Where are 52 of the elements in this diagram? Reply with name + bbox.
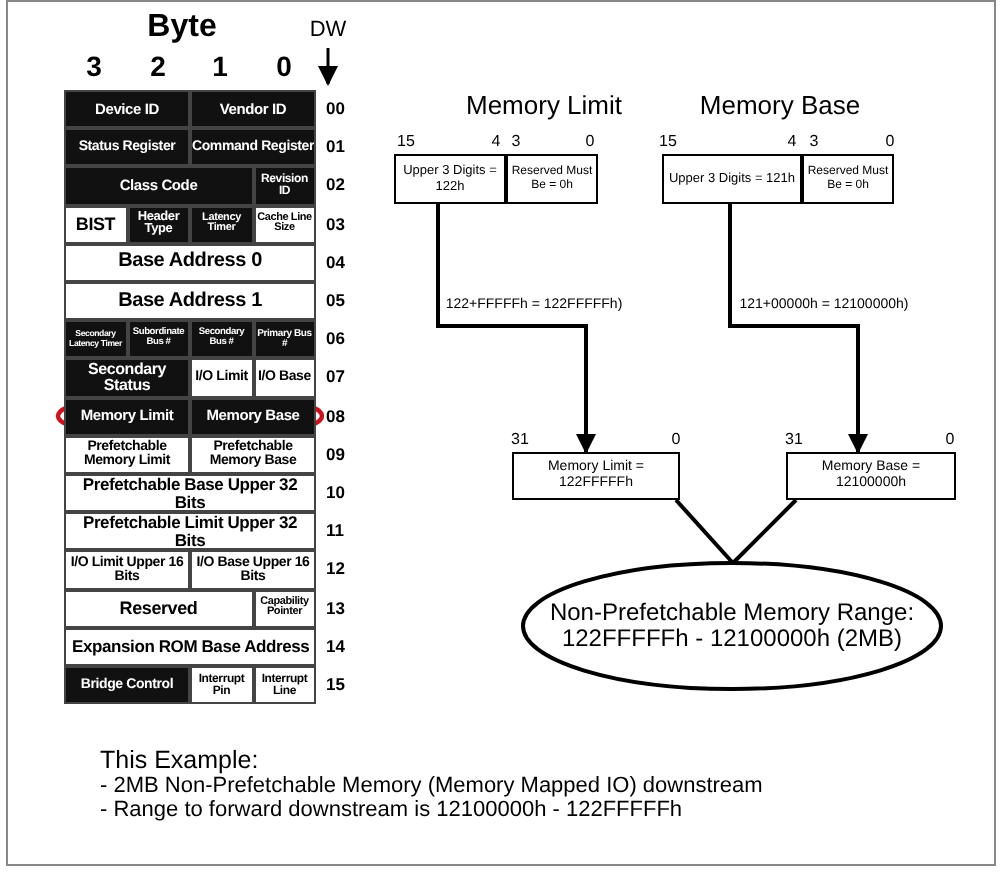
- register-field: Reserved: [64, 589, 253, 628]
- bit-number: 0: [585, 134, 595, 150]
- register-field: Prefetchable Base Upper 32 Bits: [64, 474, 316, 513]
- bit-number: 15: [659, 134, 677, 150]
- dword-number: 13: [326, 599, 345, 617]
- column-heading: DW: [309, 20, 347, 42]
- dword-number: 09: [326, 445, 345, 463]
- dword-number: 12: [326, 560, 345, 578]
- byte-number: 2: [150, 52, 166, 80]
- bit-number: 31: [511, 432, 529, 448]
- dword-number: 05: [326, 292, 345, 309]
- connector-line: [674, 498, 734, 564]
- register-title: Memory Limit: [466, 92, 622, 118]
- connector-line: [732, 498, 798, 564]
- register-field: Prefetchable Limit Upper 32 Bits: [64, 512, 316, 551]
- bit-number: 0: [945, 432, 955, 448]
- dword-number: 14: [326, 637, 345, 655]
- bit-number: 15: [397, 134, 415, 150]
- bit-number: 3: [809, 134, 819, 150]
- dword-number: 10: [326, 484, 345, 501]
- dword-number: 08: [326, 407, 345, 425]
- dword-number: 11: [326, 522, 344, 540]
- dword-number: 01: [326, 138, 345, 156]
- range-ellipse: Non-Prefetchable Memory Range: 122FFFFFh - 12100000h (2MB): [520, 560, 944, 692]
- bit-number: 31: [785, 432, 803, 448]
- bit-number: 0: [671, 432, 681, 448]
- connector-arrow: [728, 204, 868, 454]
- register-title: Memory Base: [699, 92, 861, 118]
- register-field: BIST: [64, 205, 127, 244]
- dword-number: 04: [326, 253, 345, 271]
- register-field: Expansion ROM Base Address: [64, 627, 316, 666]
- register-field: Secondary Status: [64, 358, 190, 398]
- connector-arrow: [436, 204, 596, 454]
- register-field: Base Address 0: [64, 243, 316, 282]
- dword-number: 06: [326, 330, 345, 348]
- bit-number: 4: [491, 134, 501, 150]
- byte-number: 3: [86, 52, 102, 80]
- bit-number: 0: [885, 134, 895, 150]
- dword-number: 15: [326, 676, 345, 693]
- note-text: - 2MB Non-Prefetchable Memory (Memory Mapped IO) downstream: [100, 776, 763, 798]
- dword-number: 03: [326, 215, 345, 233]
- note-text: - Range to forward downstream is 12100000h - 122FFFFFh: [100, 800, 683, 822]
- bit-number: 3: [511, 134, 521, 150]
- register-field: Base Address 1: [64, 282, 316, 321]
- dword-number: 07: [326, 368, 345, 386]
- dword-number: 00: [326, 100, 345, 117]
- note-heading: This Example:: [100, 748, 259, 773]
- bit-number: 4: [787, 134, 797, 150]
- byte-number: 0: [276, 52, 292, 80]
- column-heading: Byte: [147, 12, 217, 44]
- byte-number: 1: [212, 52, 228, 80]
- dword-number: 02: [326, 176, 345, 194]
